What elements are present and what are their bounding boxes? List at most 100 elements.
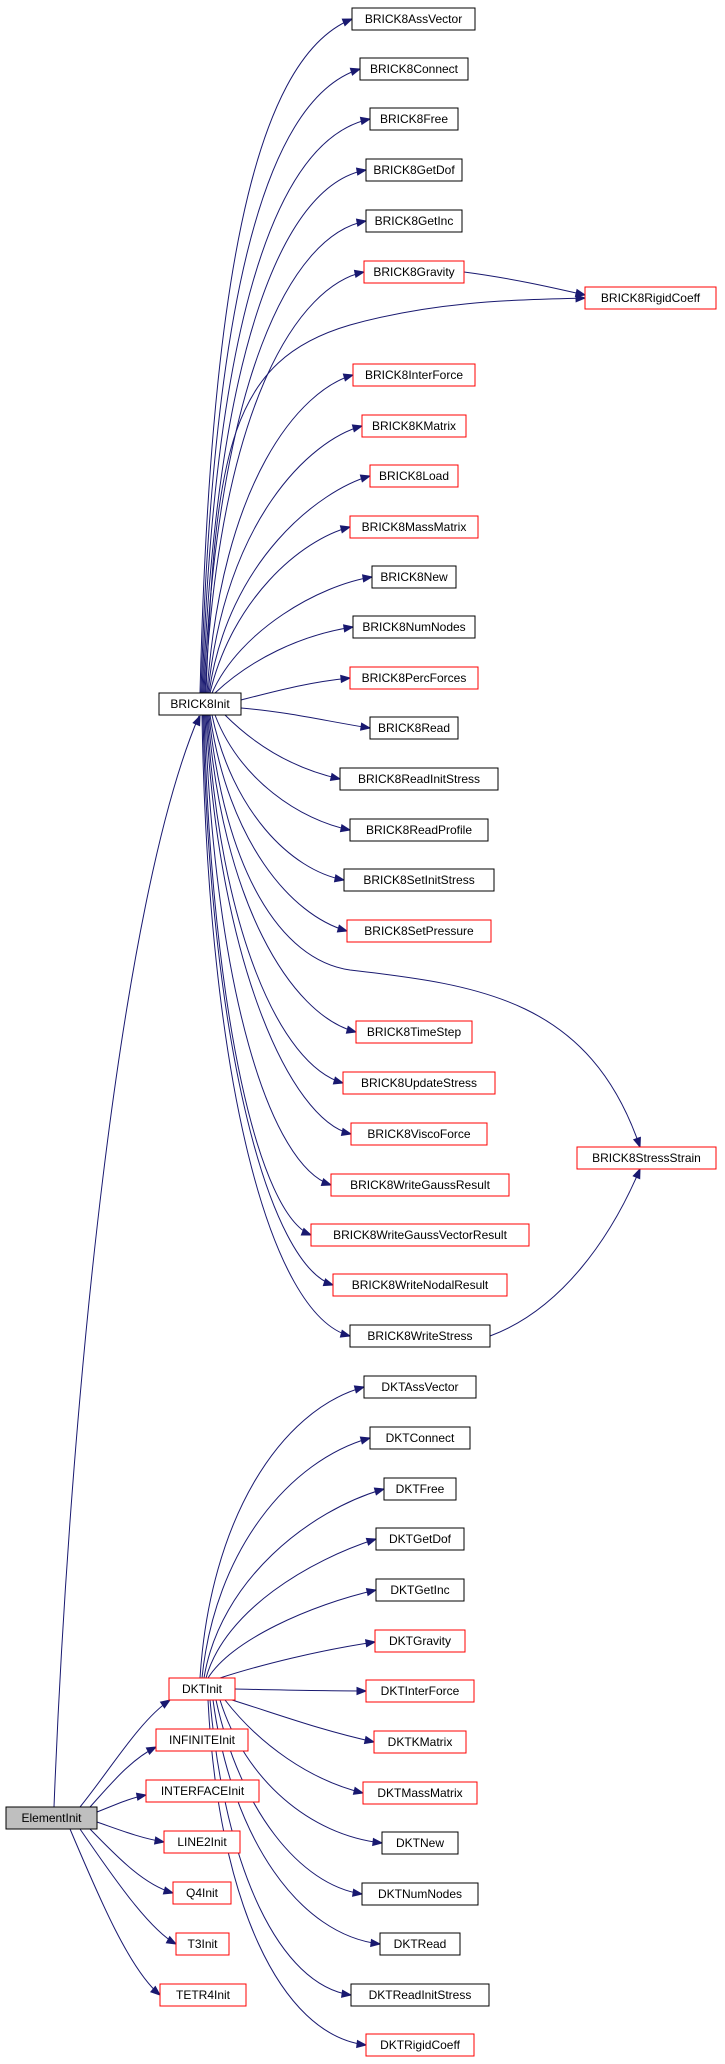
node-brick8init[interactable]: BRICK8Init [158,692,242,716]
node-dktassvector[interactable]: DKTAssVector [363,1375,477,1399]
node-dktfree[interactable]: DKTFree [383,1477,457,1501]
arrowhead-icon [342,624,355,633]
node-label: DKTNew [396,1836,444,1850]
node-dktinterforce[interactable]: DKTInterForce [365,1679,475,1703]
arrowhead-icon [365,1587,378,1597]
edge-brick8init-read [240,707,372,731]
edge-brick8init-load [208,474,372,694]
node-dktconnect[interactable]: DKTConnect [369,1426,471,1450]
edge-brick8init-updatestress [206,714,345,1085]
edge-elementinit-brick8init [53,714,201,1808]
edge-brick8init-writegaussresult [204,714,333,1187]
edge-line [489,1168,641,1337]
edge-brick8init-numnodes [214,624,355,694]
node-brick8writestress[interactable]: BRICK8WriteStress [349,1324,491,1348]
node-brick8massmatrix[interactable]: BRICK8MassMatrix [349,515,479,539]
node-label: DKTInit [182,1682,223,1696]
arrowhead-icon [351,1888,364,1897]
node-dktnew[interactable]: DKTNew [381,1831,459,1855]
edge-line [201,118,371,694]
node-brick8viscoforce[interactable]: BRICK8ViscoForce [350,1122,488,1146]
node-line2init[interactable]: LINE2Init [163,1830,241,1854]
node-brick8load[interactable]: BRICK8Load [369,464,459,488]
arrowhead-icon [364,1639,377,1648]
node-label: BRICK8Connect [370,62,459,76]
node-infiniteinit[interactable]: INFINITEInit [155,1728,249,1752]
node-brick8gravity[interactable]: BRICK8Gravity [363,260,465,284]
edge-line [96,1821,165,1843]
node-brick8free[interactable]: BRICK8Free [369,107,459,131]
arrowhead-icon [339,525,352,534]
node-brick8connect[interactable]: BRICK8Connect [359,57,469,81]
node-brick8interforce[interactable]: BRICK8InterForce [352,363,476,387]
edge-brick8init-setinitstress [211,714,346,883]
node-label: BRICK8ReadInitStress [358,772,480,786]
edge-dktinit-kmatrix [231,1699,376,1745]
arrowhead-icon [339,1329,352,1338]
node-brick8writenodalresult[interactable]: BRICK8WriteNodalResult [332,1273,508,1297]
edge-line [207,425,363,694]
node-label: T3Init [187,1937,218,1951]
edge-brick8init-gravity [204,269,366,694]
node-brick8kmatrix[interactable]: BRICK8KMatrix [361,414,467,438]
node-brick8readinitstress[interactable]: BRICK8ReadInitStress [339,767,499,791]
edge-dktinit-read [212,1699,382,1948]
node-q4init[interactable]: Q4Init [172,1881,232,1905]
node-brick8writegaussresult[interactable]: BRICK8WriteGaussResult [330,1173,510,1197]
node-brick8stressstrain[interactable]: BRICK8StressStrain [576,1146,717,1170]
node-dktkmatrix[interactable]: DKTKMatrix [373,1730,467,1754]
node-brick8readprofile[interactable]: BRICK8ReadProfile [349,818,489,842]
edge-line [199,18,353,694]
node-brick8numnodes[interactable]: BRICK8NumNodes [352,615,476,639]
node-brick8setinitstress[interactable]: BRICK8SetInitStress [343,868,495,892]
node-brick8assvector[interactable]: BRICK8AssVector [351,7,476,31]
node-brick8timestep[interactable]: BRICK8TimeStep [355,1020,473,1044]
node-label: BRICK8NumNodes [362,620,465,634]
edge-line [207,1589,377,1679]
edge-line [203,714,312,1236]
node-brick8rigidcoeff[interactable]: BRICK8RigidCoeff [584,286,717,310]
arrowhead-icon [355,218,368,227]
node-dktinit[interactable]: DKTInit [168,1677,236,1701]
node-dktread[interactable]: DKTRead [379,1932,461,1956]
node-dktgetdof[interactable]: DKTGetDof [375,1527,465,1551]
node-label: DKTFree [396,1482,445,1496]
node-brick8setpressure[interactable]: BRICK8SetPressure [346,919,492,943]
node-brick8new[interactable]: BRICK8New [371,565,457,589]
node-brick8read[interactable]: BRICK8Read [369,716,459,740]
edge-dktinit-connect [201,1436,372,1679]
node-brick8percforces[interactable]: BRICK8PercForces [349,666,479,690]
arrowhead-icon [359,116,372,126]
node-dktreadinitstress[interactable]: DKTReadInitStress [350,1983,490,2007]
node-label: DKTNumNodes [378,1887,462,1901]
node-t3init[interactable]: T3Init [175,1932,230,1956]
node-brick8writegaussvectorresult[interactable]: BRICK8WriteGaussVectorResult [310,1223,530,1247]
node-tetr4init[interactable]: TETR4Init [159,1983,247,2007]
node-dktmassmatrix[interactable]: DKTMassMatrix [362,1781,478,1805]
edge-line [206,714,344,1084]
arrowhead-icon [159,1699,172,1709]
node-dktnumnodes[interactable]: DKTNumNodes [361,1882,479,1906]
node-label: TETR4Init [176,1988,231,2002]
node-dktgetinc[interactable]: DKTGetInc [375,1578,465,1602]
node-label: INFINITEInit [169,1733,236,1747]
node-brick8getinc[interactable]: BRICK8GetInc [365,209,463,233]
node-interfaceinit[interactable]: INTERFACEInit [145,1779,260,1803]
edge-brick8init-free [201,116,372,694]
edge-line [209,1699,352,1996]
node-label: Q4Init [186,1886,219,1900]
edge-line [240,707,371,729]
edge-line [463,271,586,296]
node-dktgravity[interactable]: DKTGravity [374,1629,466,1653]
node-label: BRICK8WriteStress [367,1329,472,1343]
node-brick8getdof[interactable]: BRICK8GetDof [365,158,463,182]
edge-brick8init-writenodalresult [202,714,335,1287]
node-dktrigidcoeff[interactable]: DKTRigidCoeff [365,2033,475,2057]
arrowhead-icon [632,1136,641,1149]
edge-line [201,714,351,1337]
node-elementinit[interactable]: ElementInit [5,1806,98,1830]
arrowhead-icon [356,1686,368,1696]
node-brick8updatestress[interactable]: BRICK8UpdateStress [342,1071,496,1095]
node-label: BRICK8WriteGaussVectorResult [333,1228,508,1242]
